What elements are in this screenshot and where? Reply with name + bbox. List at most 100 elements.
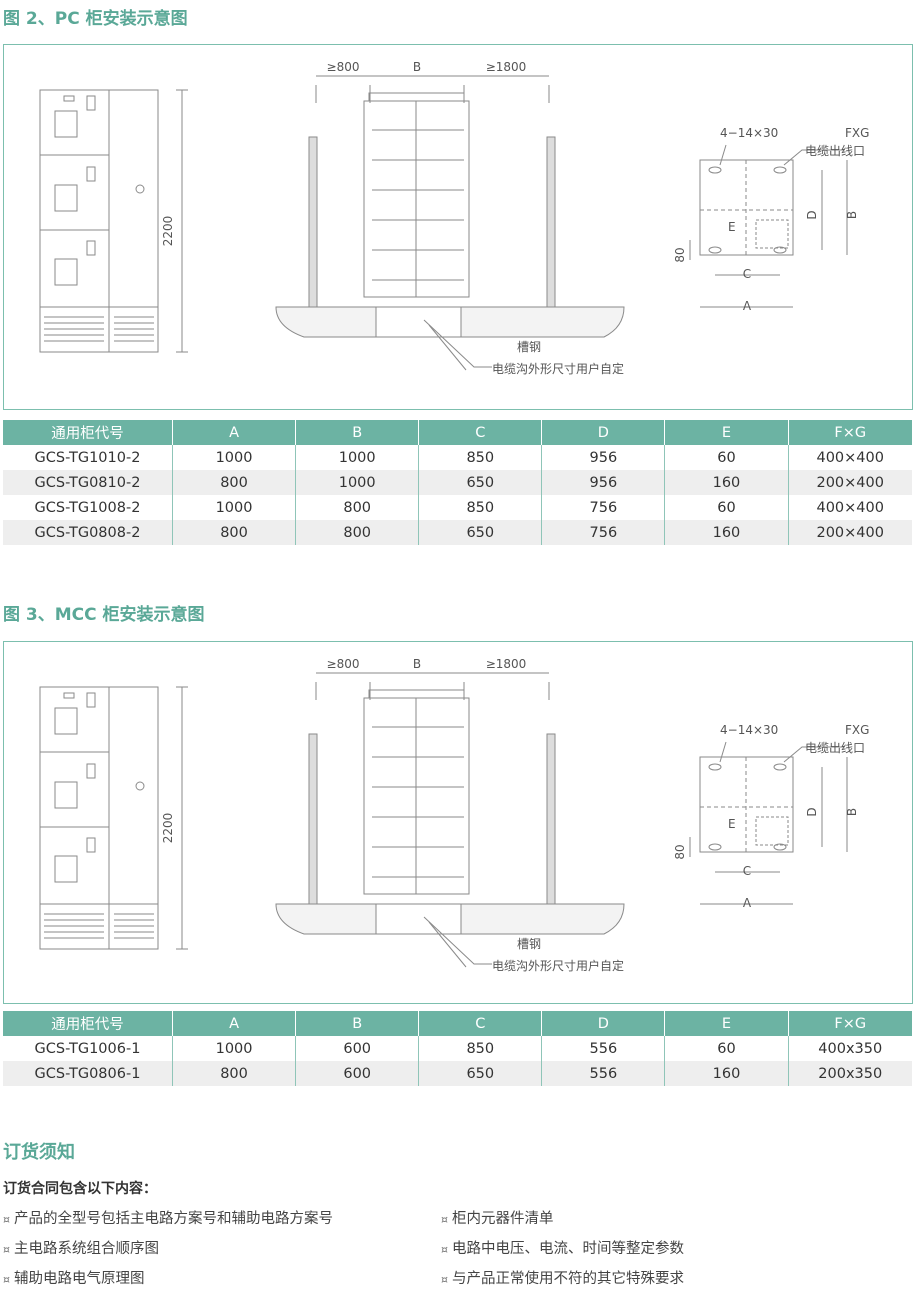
ordering-title: 订货须知 [3,1142,75,1163]
table-cell: 60 [664,445,788,470]
dimension-right-clearance: ≥1800 [486,657,527,671]
table-header-cell: E [664,420,788,445]
table-cell: 956 [541,445,665,470]
dimension-left-clearance: ≥800 [327,657,360,671]
dimension-a-label: A [743,896,752,910]
table-header-cell: F×G [787,1011,912,1036]
requirement-item: ¤ 主电路系统组合顺序图 [3,1237,159,1258]
bullet-icon: ¤ [441,1243,448,1256]
cable-trench-label: 电缆沟外形尺寸用户自定 [492,958,624,973]
requirement-item: ¤ 辅助电路电气原理图 [3,1267,145,1288]
table-cell: 160 [664,470,788,495]
bullet-icon: ¤ [3,1213,10,1226]
table-cell: 800 [171,520,296,545]
table-cell: 850 [418,445,542,470]
door-handle-icon [135,781,145,791]
table-cell: 400×400 [787,495,912,520]
door-handle-icon [135,184,145,194]
cable-outlet-label: 电缆出线口 [805,741,865,755]
table-cell: 200×400 [787,520,912,545]
requirement-text: 辅助电路电气原理图 [14,1271,145,1287]
bullet-icon: ¤ [441,1273,448,1286]
table-cell: 200×400 [787,470,912,495]
dimension-c-label: C [743,864,751,878]
dimension-b-label: B [845,808,859,816]
requirement-text: 产品的全型号包括主电路方案号和辅助电路方案号 [14,1211,333,1227]
table-cell: 800 [171,1061,296,1086]
bullet-icon: ¤ [441,1213,448,1226]
table-cell: GCS-TG0806-1 [3,1061,173,1086]
dimension-e-label: E [728,817,736,831]
requirement-text: 主电路系统组合顺序图 [14,1241,159,1257]
table-header-cell: D [541,420,665,445]
fxg-label: FXG [845,126,869,140]
table-cell: 850 [418,1036,542,1061]
cable-trench-label: 电缆沟外形尺寸用户自定 [492,361,624,376]
dimension-d-label: D [805,210,819,219]
table-cell: 800 [295,495,419,520]
table-cell: 1000 [295,445,419,470]
table-cell: 800 [295,520,419,545]
dimension-right-clearance: ≥1800 [486,60,527,74]
channel-steel-label: 槽钢 [517,340,541,354]
cable-outlet-label: 电缆出线口 [805,144,865,158]
table-cell: GCS-TG1006-1 [34,1040,141,1057]
table-cell: 800 [171,470,296,495]
dimension-height-label: 2200 [161,813,175,844]
wall-left [308,733,318,907]
table-cell: 600 [295,1036,419,1061]
table-cell: 650 [418,520,542,545]
table-cell: 556 [541,1036,665,1061]
dimension-left-clearance: ≥800 [327,60,360,74]
table-cell: 850 [418,495,542,520]
table-header-cell: A [171,420,296,445]
cabinet-front-view [39,686,159,950]
bullet-icon: ¤ [3,1243,10,1256]
table-cell: 60 [664,495,788,520]
mounting-hole-label: 4−14×30 [720,126,778,140]
bullet-icon: ¤ [3,1273,10,1286]
table-header-cell: B [295,1011,419,1036]
requirement-item: ¤电路中电压、电流、时间等整定参数 [441,1237,684,1258]
dimension-d-label: D [805,807,819,816]
ordering-subtitle: 订货合同包含以下内容： [3,1181,157,1197]
dimension-width-label: B [413,60,421,74]
requirement-text: 与产品正常使用不符的其它特殊要求 [452,1271,684,1287]
wall-right [546,733,556,907]
dimension-80-label: 80 [673,247,687,262]
table-header-cell: F×G [787,420,912,445]
table-header-cell: C [418,420,542,445]
requirement-text: 柜内元器件清单 [452,1211,554,1227]
requirement-item: ¤ 与产品正常使用不符的其它特殊要求 [441,1267,684,1288]
table-cell: 756 [541,520,665,545]
table-cell: 60 [664,1036,789,1061]
table-cell: 160 [664,520,788,545]
wall-right [546,136,556,310]
table-cell: 650 [418,1061,542,1086]
table-cell: 400×400 [787,445,912,470]
fxg-label: FXG [845,723,869,737]
table-header-cell: A [171,1011,296,1036]
table-cell: 160 [664,1061,789,1086]
requirement-item: ¤ 柜内元器件清单 [441,1207,554,1228]
table-cell: 1000 [295,470,419,495]
table-cell: 1000 [171,495,296,520]
dimension-e-label: E [728,220,736,234]
table-cell: 756 [541,495,665,520]
figure3-title: 图 3、MCC 柜安装示意图 [3,605,205,625]
dimension-80-label: 80 [673,844,687,859]
table-cell: 600 [295,1061,419,1086]
table-cell: GCS-TG1010-2 [34,449,141,466]
dimension-a-label: A [743,299,752,313]
